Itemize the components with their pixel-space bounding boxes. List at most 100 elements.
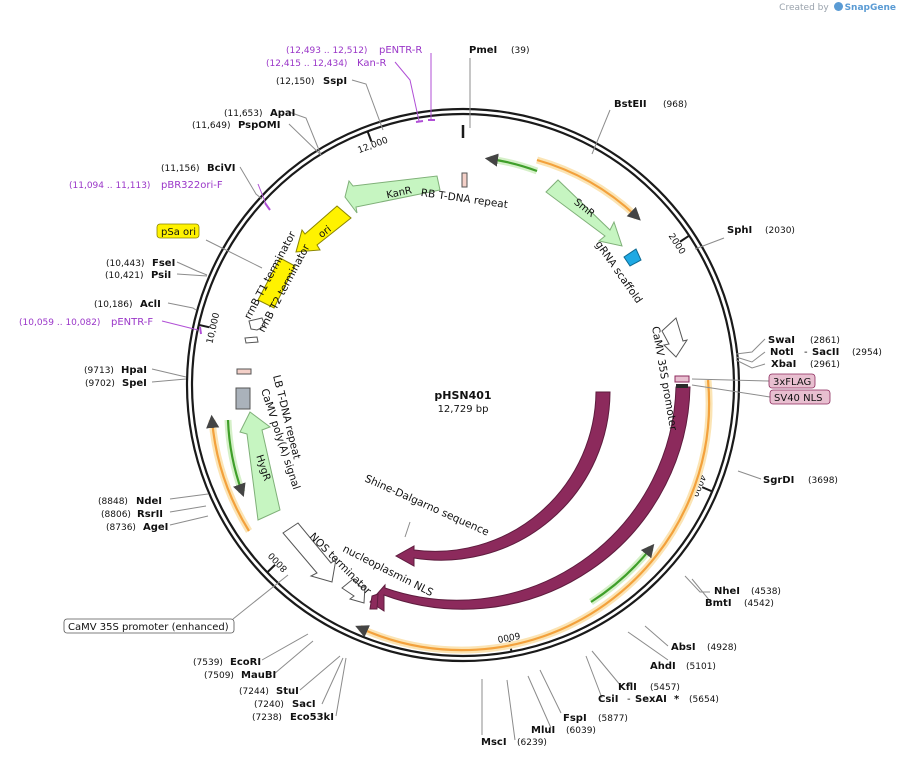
grna-scaffold-arrow — [623, 248, 642, 267]
connector-ecori — [261, 633, 314, 675]
feature-shapes — [206, 172, 689, 604]
scale-tick — [366, 131, 373, 143]
camv-35s-promoter-arrow — [661, 317, 689, 358]
connector-kfli — [585, 650, 622, 699]
connector-ndei — [169, 493, 209, 526]
primer-name: pBR322ori-F — [161, 180, 223, 191]
kanr-label: KanR — [385, 185, 413, 201]
connector-sv40-nls — [691, 384, 771, 398]
credit-brand: SnapGene — [844, 3, 896, 13]
rrnb-t1-terminator-arrow — [248, 317, 266, 331]
sv40-nls-label: SV40 NLS — [774, 393, 823, 404]
enzyme-name: SacI — [292, 699, 316, 710]
enzyme-name: AhdI — [650, 661, 676, 672]
cas9-inner-arrow — [394, 391, 611, 567]
scale-tick-label: 6000 — [496, 629, 521, 643]
ori-arrow — [295, 205, 352, 253]
enzyme-name: NdeI — [136, 496, 162, 507]
enzyme-coord: (5101) — [686, 662, 716, 672]
plasmid-size: 12,729 bp — [438, 404, 489, 415]
orf-right-arc-glow — [358, 379, 713, 654]
green-orf-left — [226, 419, 246, 497]
enzyme-coord: (11,649) — [192, 121, 231, 131]
enzyme-coord: (2861) — [810, 336, 840, 346]
primer-name: Kan-R — [357, 58, 386, 69]
grna-scaffold-label: gRNA scaffold — [593, 239, 645, 306]
scale-tick-label: 12,000 — [357, 136, 390, 157]
enzyme-name: NheI — [714, 586, 740, 597]
primer-labels: (12,493 .. 12,512) pENTR-R (12,415 .. 12… — [19, 45, 422, 328]
connector-pbr322ori-f — [257, 183, 267, 205]
shine-dalgarno-label: Shine-Dalgarno sequence — [363, 473, 491, 539]
enzyme-name: AclI — [140, 299, 161, 310]
enzyme-name: ApaI — [270, 108, 295, 119]
psa-ori-block — [257, 257, 296, 309]
enzyme-name: SphI — [727, 225, 752, 236]
connector-bsteii — [591, 109, 611, 155]
enzyme-name: MauBI — [241, 670, 276, 681]
scale-tick-label: 2000 — [666, 232, 687, 257]
enzyme-labels: PmeI (39) BstEII (968) SphI (2030) SwaI … — [84, 45, 882, 748]
enzyme-name: MluI — [531, 725, 555, 736]
enzyme-name: PspOMI — [238, 120, 280, 131]
primer-marker-pentr-f — [199, 326, 202, 335]
enzyme-name: BciVI — [207, 163, 235, 174]
enzyme-coord: (10,186) — [94, 300, 133, 310]
enzyme-coord: (8806) — [101, 510, 131, 520]
primer-name: pENTR-F — [111, 317, 153, 328]
connector-fspi — [506, 669, 562, 741]
green-orf-top — [484, 153, 538, 173]
connector-sgrdi — [737, 470, 762, 480]
enzyme-name: BstEII — [614, 99, 647, 110]
plasmid-name: pHSN401 — [434, 389, 491, 402]
primer-range: (10,059 .. 10,082) — [19, 318, 100, 328]
connector-acli — [167, 302, 197, 311]
enzyme-name: PsiI — [151, 270, 171, 281]
enzyme-coord: (8736) — [106, 523, 136, 533]
camv-enhanced-box — [63, 618, 235, 634]
connector-camv-enhanced — [232, 574, 289, 620]
scale-tick — [679, 234, 690, 243]
enzyme-coord: (11,653) — [224, 109, 263, 119]
connector-pentr-f — [161, 320, 199, 331]
enzyme-name: SgrDI — [763, 475, 794, 486]
connector-bcivi — [239, 166, 263, 200]
primer-range: (12,493 .. 12,512) — [286, 46, 367, 56]
enzyme-name: SacII — [812, 347, 839, 358]
enzyme-name: BmtI — [705, 598, 732, 609]
enzyme-coord: (6039) — [566, 726, 596, 736]
connector-apai — [288, 111, 322, 156]
enzyme-name: XbaI — [771, 359, 796, 370]
enzyme-coord: (12,150) — [276, 77, 315, 87]
backbone-outer-ring — [185, 107, 741, 663]
sv40-nls-block — [676, 384, 688, 388]
primer-range: (12,415 .. 12,434) — [266, 59, 347, 69]
feature-arcs-right — [355, 153, 713, 654]
connector-sphi — [694, 237, 725, 250]
enzyme-name: FspI — [563, 713, 587, 724]
scale-tick — [198, 323, 210, 329]
enzyme-coord: (11,156) — [161, 164, 200, 174]
enzyme-coord: (10,443) — [106, 259, 145, 269]
enzyme-name: AbsI — [671, 642, 696, 653]
enzyme-name: SpeI — [122, 378, 147, 389]
connector-nhei — [684, 575, 711, 602]
3xflag-label: 3xFLAG — [773, 377, 811, 388]
lb-tdna-repeat-block — [236, 368, 252, 375]
enzyme-coord: (10,421) — [105, 271, 144, 281]
enzyme-coord: (9713) — [84, 366, 114, 376]
snapgene-logo-icon — [833, 2, 843, 11]
connector-absi — [627, 625, 669, 661]
boxed-labels: pSa ori 3xFLAG SV40 NLS CaMV 35S promote… — [63, 223, 831, 634]
scale-tick — [701, 486, 713, 493]
primer-marker-kan-r — [415, 120, 424, 123]
enzyme-coord: (5654) — [689, 695, 719, 705]
enzyme-connectors — [151, 53, 771, 741]
enzyme-name: SexAI — [635, 694, 667, 705]
connector-swai-group — [735, 338, 766, 369]
rb-tdna-repeat-block — [461, 172, 468, 188]
enzyme-name: PmeI — [469, 45, 497, 56]
connector-kan-r — [394, 61, 420, 122]
cas9-inner-label: Cas9 — [551, 518, 577, 541]
